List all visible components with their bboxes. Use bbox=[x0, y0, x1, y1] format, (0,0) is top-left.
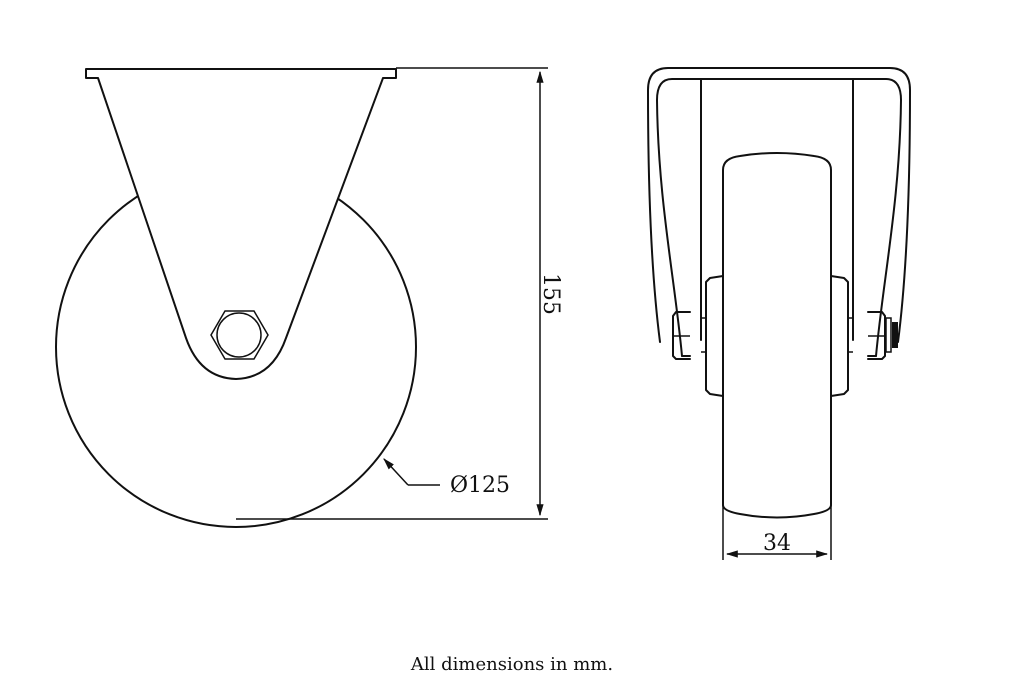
axle-washer bbox=[216, 312, 262, 358]
wheel-tread bbox=[722, 152, 832, 519]
diameter-label: Ø125 bbox=[450, 473, 510, 498]
width-dimension: 34 bbox=[722, 505, 832, 560]
fork-inner bbox=[656, 78, 902, 357]
width-label: 34 bbox=[763, 531, 791, 556]
height-dimension: 155 bbox=[236, 67, 563, 520]
diameter-callout: Ø125 bbox=[383, 458, 510, 498]
hub-left bbox=[705, 275, 724, 397]
hub-right bbox=[830, 275, 849, 397]
front-view bbox=[647, 67, 911, 519]
height-label: 155 bbox=[538, 273, 563, 315]
side-view bbox=[55, 68, 417, 528]
units-footnote: All dimensions in mm. bbox=[410, 654, 614, 675]
bolt-end bbox=[885, 317, 892, 353]
fork-bracket bbox=[85, 68, 397, 380]
fork-outer bbox=[647, 67, 911, 343]
hex-axle-nut bbox=[210, 310, 269, 360]
